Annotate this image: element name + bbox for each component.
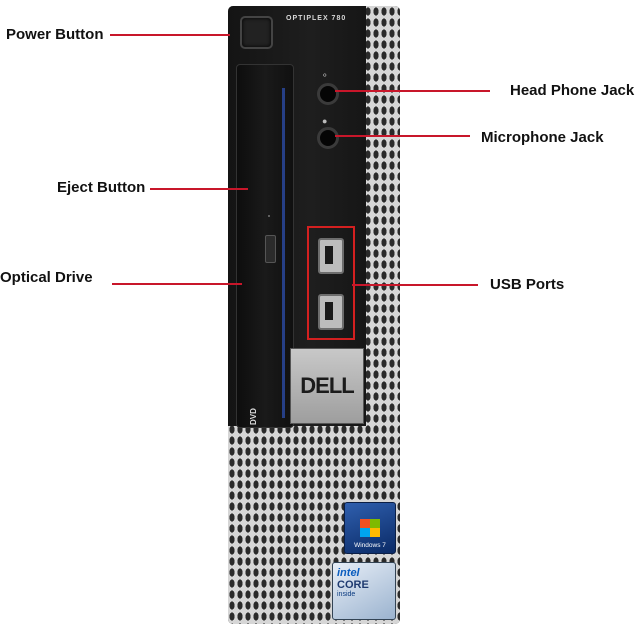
power-button-graphic	[240, 16, 273, 49]
usb-highlight-box	[307, 226, 355, 340]
eject-button-label: Eject Button	[57, 179, 145, 196]
optical-drive-leader-line	[112, 283, 242, 285]
usb-ports-label: USB Ports	[490, 276, 564, 293]
drive-accent-strip	[282, 88, 285, 418]
eject-button-leader-line	[150, 188, 248, 190]
windows-flag-icon	[360, 519, 380, 537]
intel-logo: intel	[337, 567, 391, 579]
headphone-jack-graphic	[317, 83, 339, 105]
dell-logo: DELL	[300, 373, 353, 399]
computer-case: OPTIPLEX 780 DVD ⚬ ● DELL Windows 7	[228, 6, 400, 624]
microphone-icon: ●	[322, 116, 327, 126]
microphone-jack-leader-line	[335, 135, 470, 137]
dvd-logo: DVD	[249, 408, 258, 425]
microphone-jack-label: Microphone Jack	[481, 129, 604, 146]
drive-activity-led	[268, 215, 270, 217]
head-phone-jack-leader-line	[335, 90, 490, 92]
usb-ports-leader-line	[352, 284, 478, 286]
model-name: OPTIPLEX 780	[286, 15, 346, 22]
usb-port-bottom	[318, 294, 344, 330]
eject-button-graphic	[265, 235, 276, 263]
optical-drive-label: Optical Drive	[0, 269, 93, 286]
power-button-leader-line	[110, 34, 230, 36]
windows-sticker-text: Windows 7	[354, 542, 386, 549]
intel-inside-text: inside	[337, 591, 391, 598]
head-phone-jack-label: Head Phone Jack	[510, 82, 634, 99]
microphone-jack-graphic	[317, 127, 339, 149]
windows-sticker: Windows 7	[344, 502, 396, 554]
intel-core-text: CORE	[337, 579, 391, 591]
usb-port-top	[318, 238, 344, 274]
dell-badge: DELL	[290, 348, 364, 424]
front-bezel: OPTIPLEX 780 DVD ⚬ ● DELL	[228, 6, 366, 426]
intel-sticker: intel CORE inside	[332, 562, 396, 620]
optical-drive-graphic: DVD	[236, 64, 294, 428]
power-button-label: Power Button	[6, 26, 104, 43]
headphone-icon: ⚬	[321, 70, 329, 81]
